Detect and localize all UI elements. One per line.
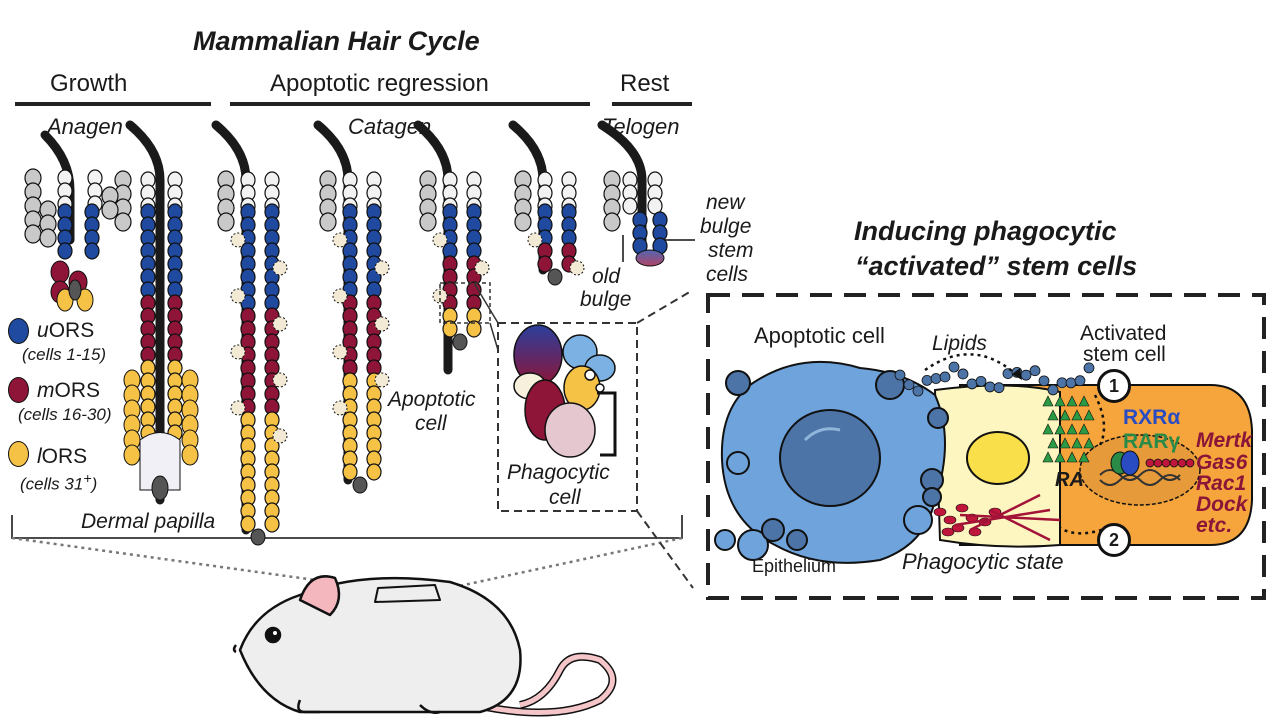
ra-label: RA <box>1055 469 1084 491</box>
zoom-line-left <box>11 536 316 582</box>
old-bulge-label-2: bulge <box>580 288 632 311</box>
gene-gas6: Gas6 <box>1196 451 1248 474</box>
lipids-label: Lipids <box>932 332 987 355</box>
follicle-series <box>24 120 695 546</box>
ors-cell <box>442 320 458 338</box>
legend-lors-swatch <box>8 441 29 467</box>
gene-dock: Dock <box>1196 493 1248 516</box>
rxr-label: RXRα <box>1123 406 1181 429</box>
phase-telogen: Telogen <box>602 114 680 139</box>
legend-uors-swatch <box>8 318 29 344</box>
ors-cell <box>342 463 358 481</box>
old-bulge-label-1: old <box>592 265 621 288</box>
phase-growth: Growth <box>50 70 128 97</box>
activated-label-1: Activated <box>1080 322 1167 345</box>
lipid-droplets <box>894 361 1095 397</box>
inset-title-1: Inducing phagocytic <box>854 216 1117 246</box>
retinoic-acid-triangles <box>1042 395 1095 463</box>
new-bulge-label-1: new <box>706 191 745 214</box>
rar-label: RARγ <box>1123 430 1181 453</box>
zoom-box-small <box>439 282 491 324</box>
ors-cell <box>466 320 482 338</box>
step-2-badge: 2 <box>1097 523 1131 557</box>
new-bulge-label-3: stem <box>708 239 754 262</box>
stem-cell-nucleus <box>1079 434 1201 506</box>
skin-bracket <box>11 515 683 539</box>
legend-mors-swatch <box>8 377 29 403</box>
epithelium-label: Epithelium <box>752 556 837 576</box>
zoom-box-phagocytic <box>497 322 638 512</box>
phase-anagen: Anagen <box>47 114 123 139</box>
gene-rac1: Rac1 <box>1196 472 1247 495</box>
ors-cell <box>537 255 553 273</box>
new-bulge-label-2: bulge <box>700 215 752 238</box>
step-1-badge: 1 <box>1097 369 1131 403</box>
yellow-nucleus <box>966 431 1030 485</box>
phagocytic-cell-label-1: Phagocytic <box>507 461 610 484</box>
ors-cell <box>366 463 382 481</box>
mouse-illustration <box>232 575 617 717</box>
ors-cell <box>264 515 280 533</box>
apoptotic-cell-inset-label: Apoptotic cell <box>754 323 885 348</box>
zoom-line-right <box>449 536 683 590</box>
phase-regression: Apoptotic regression <box>270 70 489 97</box>
inset-title-2: “activated” stem cells <box>855 251 1138 281</box>
gene-mertk: Mertk <box>1196 429 1253 452</box>
new-bulge-label-4: cells <box>706 263 749 286</box>
legend-uors-label: uORS <box>37 319 95 342</box>
phase-rest: Rest <box>620 70 670 97</box>
lipid-arrow <box>924 353 1021 379</box>
ors-cell <box>240 515 256 533</box>
gene-etc: etc. <box>1196 514 1233 537</box>
dermal-papilla-label: Dermal papilla <box>81 510 216 533</box>
legend-uors-sub: (cells 1-15) <box>22 345 107 364</box>
phase-catagen: Catagen <box>348 114 432 139</box>
phagocytic-cell-label-2: cell <box>549 486 581 509</box>
legend-mors-label: mORS <box>37 379 101 402</box>
activated-label-2: stem cell <box>1083 343 1166 366</box>
legend-mors-sub: (cells 16-30) <box>18 405 112 424</box>
apoptotic-cell-label-2: cell <box>415 412 447 435</box>
ors-cell <box>57 242 73 260</box>
legend-lors-label: lORS <box>37 445 88 468</box>
diagram-title: Mammalian Hair Cycle <box>193 26 480 56</box>
ors-cell <box>84 242 100 260</box>
inset-frame <box>706 293 1266 600</box>
apoptotic-cell-label-1: Apoptotic <box>388 388 476 411</box>
legend-lors-sub: (cells 31+) <box>20 471 98 494</box>
apoptotic-cell <box>714 360 949 564</box>
phagocytic-state-label: Phagocytic state <box>902 549 1064 574</box>
phagocytic-cell-cluster <box>513 324 616 458</box>
